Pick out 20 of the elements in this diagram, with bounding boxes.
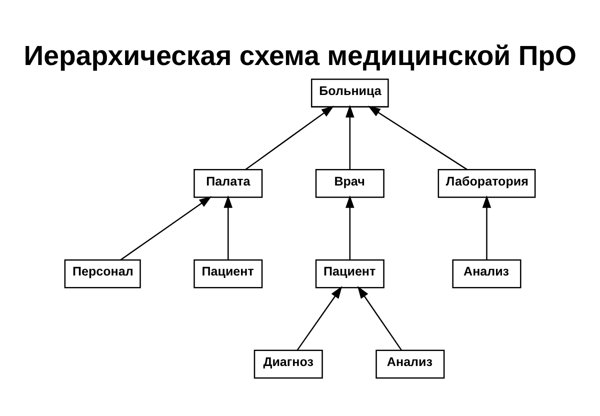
arrow — [245, 105, 334, 170]
arrow — [368, 105, 468, 170]
arrow — [357, 286, 402, 350]
node-box: Больница — [310, 78, 389, 107]
arrow — [224, 194, 233, 260]
arrow — [346, 194, 354, 260]
arrow — [346, 104, 354, 170]
node-box: Диагноз — [254, 349, 323, 378]
node-box: Врач — [315, 168, 384, 198]
node-box: Персонал — [64, 258, 141, 288]
node-box: Анализ — [452, 258, 522, 288]
arrow — [482, 194, 492, 260]
arrow — [296, 286, 342, 350]
arrow — [120, 196, 212, 260]
node-box: Пациент — [315, 258, 384, 288]
node-box: Пациент — [194, 258, 263, 288]
diagram-title: Иерархическая схема медицинской ПрО — [24, 39, 577, 70]
node-box: Лаборатория — [438, 168, 536, 198]
node-box: Анализ — [376, 349, 445, 378]
node-box: Палата — [194, 168, 263, 198]
